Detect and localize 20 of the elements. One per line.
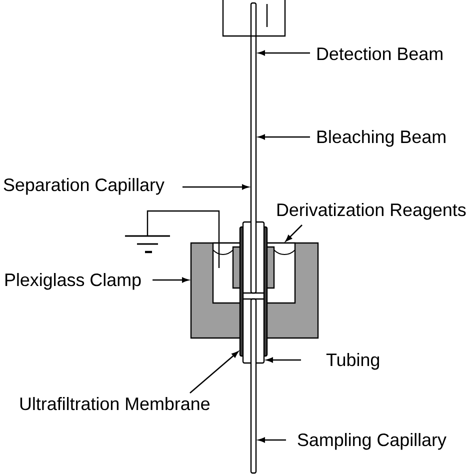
part-label: Derivatization Reagents [277,203,466,220]
leader-arrow [152,277,189,283]
ground-symbol [125,235,170,254]
leader-arrow [190,351,238,394]
part-label: Sampling Capillary [298,433,446,450]
leader-arrow [285,224,302,242]
part-label: Bleaching Beam [317,130,446,147]
capillary-tube [250,2,257,294]
part-label: Ultrafiltration Membrane [20,397,210,410]
capillary-tube [250,298,257,474]
electrode-wire [146,210,220,268]
leader-arrow [266,357,301,363]
part-label: Tubing [326,353,379,370]
leader-arrow [258,50,310,56]
leader-arrow [258,437,286,443]
part-label: Separation Capillary [4,178,164,195]
part-label: Detection Beam [317,47,442,60]
part-label: Plexiglass Clamp [5,273,141,290]
leader-arrow [182,184,249,190]
leader-arrow [258,134,310,140]
